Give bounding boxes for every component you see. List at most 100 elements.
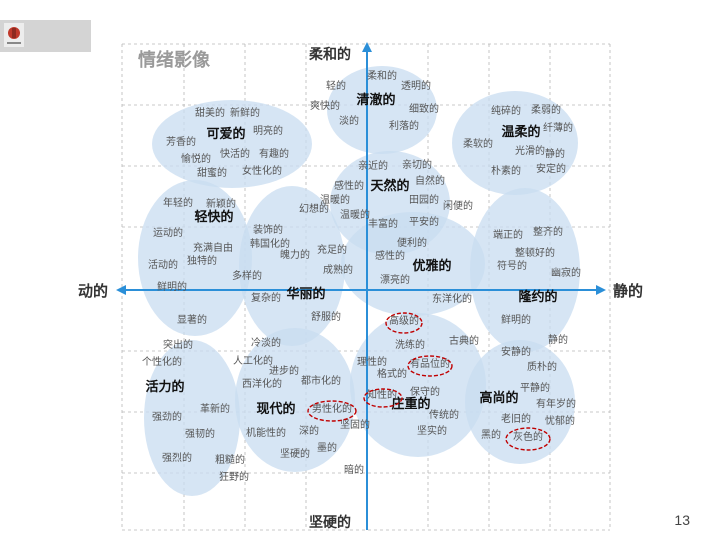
keyword-label: 现代的 xyxy=(256,401,295,417)
word-label: 洗练的 xyxy=(395,338,425,351)
highlight-zhixing xyxy=(363,388,403,408)
highlight-youpinwei xyxy=(407,355,453,377)
word-label: 复杂的 xyxy=(251,291,281,304)
word-group: 轻的柔和的透明的爽快的细致的淡的利落的甜美的新鲜的明亮的芳香的愉悦的快活的有趣的… xyxy=(142,69,581,483)
word-label: 纯碎的 xyxy=(491,104,521,117)
word-label: 多样的 xyxy=(232,269,262,282)
word-label: 强韧的 xyxy=(185,427,215,440)
word-label: 幽寂的 xyxy=(551,266,581,279)
word-label: 老旧的 xyxy=(501,412,531,425)
cluster-longyue xyxy=(470,188,580,352)
word-label: 革新的 xyxy=(200,402,230,415)
keyword-label: 华丽的 xyxy=(286,286,325,302)
word-label: 忧郁的 xyxy=(545,414,575,427)
cluster-wenrou xyxy=(452,91,578,195)
word-label: 质朴的 xyxy=(527,360,557,373)
word-label: 坚实的 xyxy=(417,424,447,437)
word-label: 柔和的 xyxy=(367,69,397,82)
word-label: 活动的 xyxy=(148,258,178,271)
highlight-gaoji xyxy=(385,312,423,334)
company-logo xyxy=(0,20,91,52)
word-label: 知性的 xyxy=(367,388,397,401)
word-label: 静的 xyxy=(545,147,565,160)
word-label: 有趣的 xyxy=(259,147,289,160)
word-label: 独特的 xyxy=(187,254,217,267)
word-label: 强烈的 xyxy=(162,451,192,464)
word-label: 柔弱的 xyxy=(531,103,561,116)
word-label: 都市化的 xyxy=(301,374,341,387)
word-label: 亲近的 xyxy=(358,159,388,172)
word-label: 强劲的 xyxy=(152,410,182,423)
word-label: 柔软的 xyxy=(463,137,493,150)
word-label: 细致的 xyxy=(409,102,439,115)
word-label: 有年岁的 xyxy=(536,397,576,410)
word-label: 丰富的 xyxy=(368,217,398,230)
word-label: 安静的 xyxy=(501,345,531,358)
word-label: 愉悦的 xyxy=(181,152,211,165)
word-label: 田园的 xyxy=(409,193,439,206)
word-label: 传统的 xyxy=(429,408,459,421)
word-label: 坚固的 xyxy=(340,418,370,431)
word-label: 人工化的 xyxy=(233,354,273,367)
word-label: 灰色的 xyxy=(513,430,543,443)
axis-group xyxy=(116,42,606,530)
axis-label-top: 柔和的 xyxy=(308,46,351,63)
highlight-huise xyxy=(505,427,551,451)
keyword-label: 可爱的 xyxy=(206,126,245,142)
word-label: 亲切的 xyxy=(402,158,432,171)
word-label: 闲便的 xyxy=(443,199,473,212)
word-label: 静的 xyxy=(548,333,568,346)
word-label: 古典的 xyxy=(449,334,479,347)
word-label: 利落的 xyxy=(389,119,419,132)
word-label: 男性化的 xyxy=(312,402,352,415)
word-label: 突出的 xyxy=(163,338,193,351)
word-label: 墨的 xyxy=(317,441,337,454)
word-label: 坚硬的 xyxy=(280,447,310,460)
word-label: 爽快的 xyxy=(310,99,340,112)
word-label: 个性化的 xyxy=(142,355,182,368)
cluster-huoli xyxy=(144,340,240,496)
word-label: 端正的 xyxy=(493,228,523,241)
word-label: 安定的 xyxy=(536,162,566,175)
word-label: 甜蜜的 xyxy=(197,166,227,179)
axis-label-right: 静的 xyxy=(613,282,643,300)
axis-label-bottom: 坚硬的 xyxy=(309,514,351,531)
word-label: 鲜明的 xyxy=(157,280,187,293)
cluster-keai xyxy=(152,100,312,188)
slide-title: 情绪影像 xyxy=(138,49,211,71)
word-label: 东洋化的 xyxy=(432,292,472,305)
logo-mark-icon xyxy=(4,23,24,47)
keyword-label: 轻快的 xyxy=(194,209,233,225)
keyword-label: 清澈的 xyxy=(356,92,395,108)
word-label: 魄力的 xyxy=(280,248,310,261)
page-number: 13 xyxy=(674,512,690,528)
word-label: 成熟的 xyxy=(323,263,353,276)
word-label: 高级的 xyxy=(389,314,419,327)
word-label: 透明的 xyxy=(401,79,431,92)
axis-label-left: 动的 xyxy=(78,282,108,300)
word-label: 充满自由 xyxy=(193,241,233,254)
word-label: 平安的 xyxy=(409,215,439,228)
word-label: 显著的 xyxy=(177,313,207,326)
word-label: 平静的 xyxy=(520,381,550,394)
word-label: 自然的 xyxy=(415,174,445,187)
word-label: 便利的 xyxy=(397,236,427,249)
word-label: 粗糙的 xyxy=(215,453,245,466)
keyword-label: 天然的 xyxy=(370,178,409,194)
word-label: 机能性的 xyxy=(246,426,286,439)
cluster-qingche xyxy=(327,66,437,154)
word-label: 轻的 xyxy=(326,79,346,92)
word-label: 理性的 xyxy=(357,355,387,368)
highlight-group xyxy=(307,312,551,451)
word-label: 充足的 xyxy=(317,243,347,256)
word-label: 整齐的 xyxy=(533,225,563,238)
word-label: 鲜明的 xyxy=(501,313,531,326)
word-label: 明亮的 xyxy=(253,124,283,137)
word-label: 温暖的 xyxy=(320,193,350,206)
word-label: 进步的 xyxy=(269,364,299,377)
word-label: 纤薄的 xyxy=(543,121,573,134)
word-label: 运动的 xyxy=(153,226,183,239)
word-label: 保守的 xyxy=(410,385,440,398)
cluster-zhuangzhong xyxy=(350,313,486,457)
